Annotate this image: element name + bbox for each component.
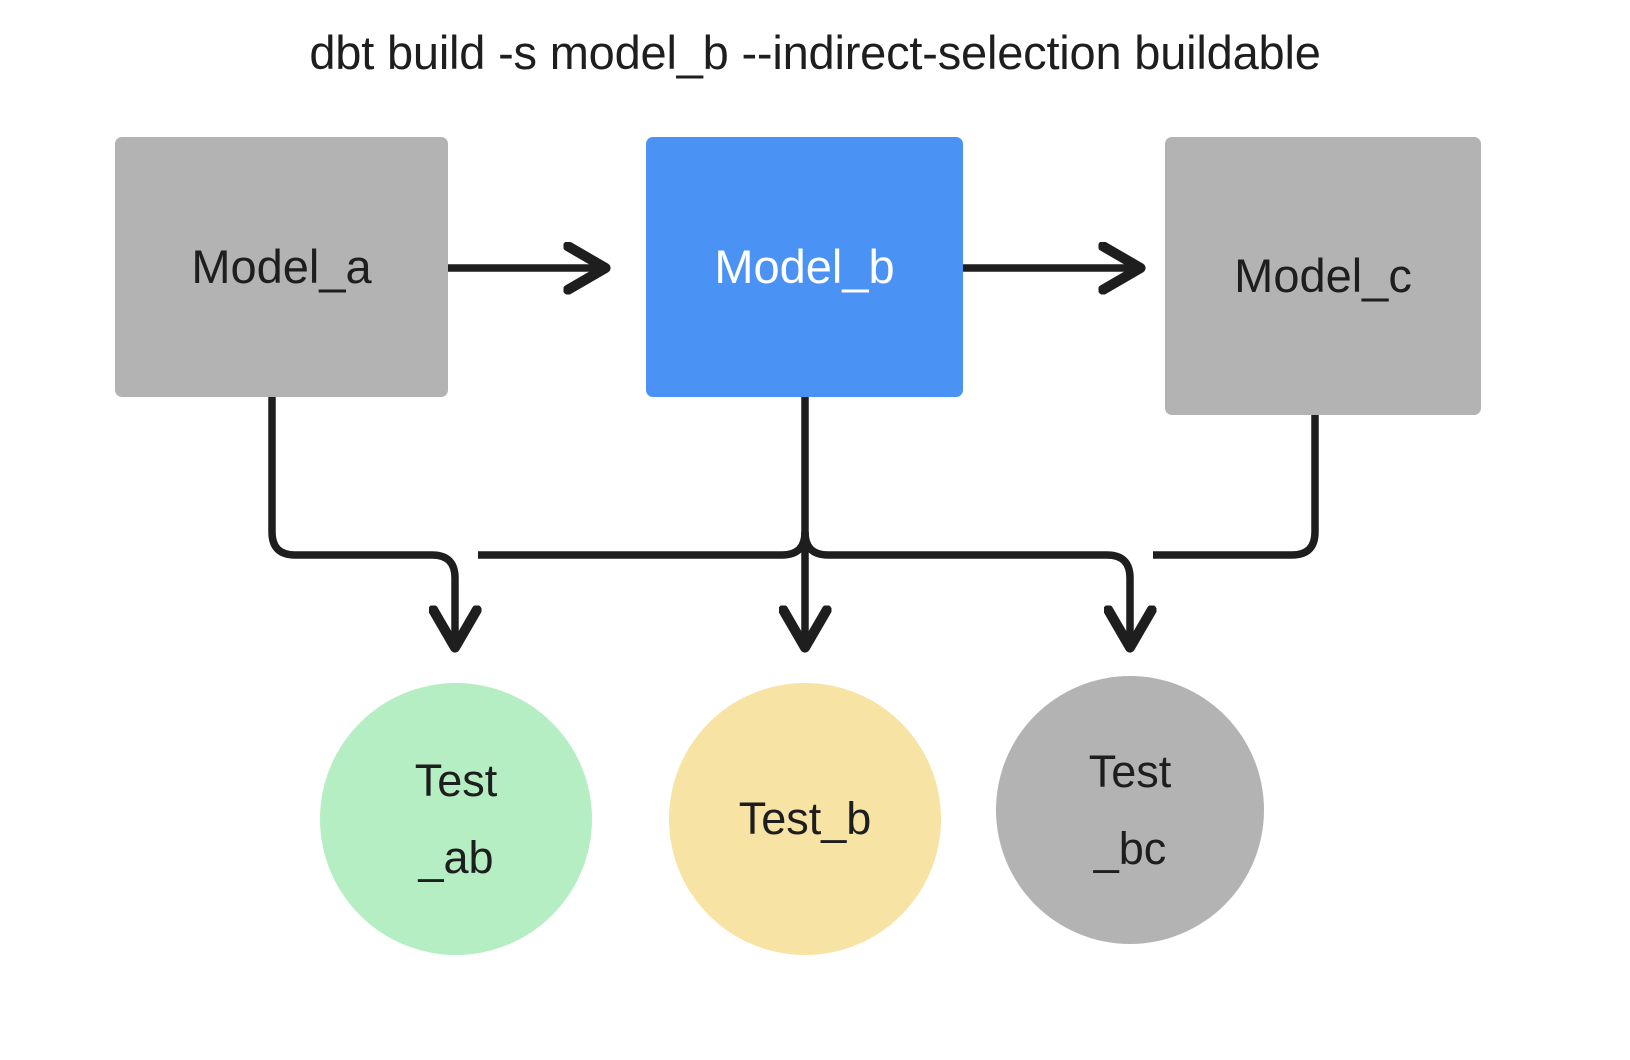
node-model-a[interactable]: Model_a <box>115 137 448 397</box>
node-test-ab-label: Test _ab <box>414 754 498 883</box>
node-test-b[interactable]: Test_b <box>669 683 941 955</box>
edge-model-b-to-test-ab <box>478 531 809 559</box>
node-model-a-label: Model_a <box>191 240 372 294</box>
edge-model-b-to-test-bc <box>801 531 1130 646</box>
node-model-b[interactable]: Model_b <box>646 137 963 397</box>
node-model-c-label: Model_c <box>1234 249 1412 303</box>
node-test-ab[interactable]: Test _ab <box>320 683 592 955</box>
edge-model-a-to-test-ab <box>268 397 455 646</box>
node-test-bc[interactable]: Test _bc <box>996 676 1264 944</box>
node-test-b-label: Test_b <box>738 793 872 845</box>
node-test-bc-label: Test _bc <box>1088 745 1172 874</box>
node-model-c[interactable]: Model_c <box>1165 137 1481 415</box>
node-model-b-label: Model_b <box>714 240 895 294</box>
edge-model-c-to-test-bc <box>1153 415 1319 559</box>
page-title: dbt build -s model_b --indirect-selectio… <box>309 26 1321 79</box>
